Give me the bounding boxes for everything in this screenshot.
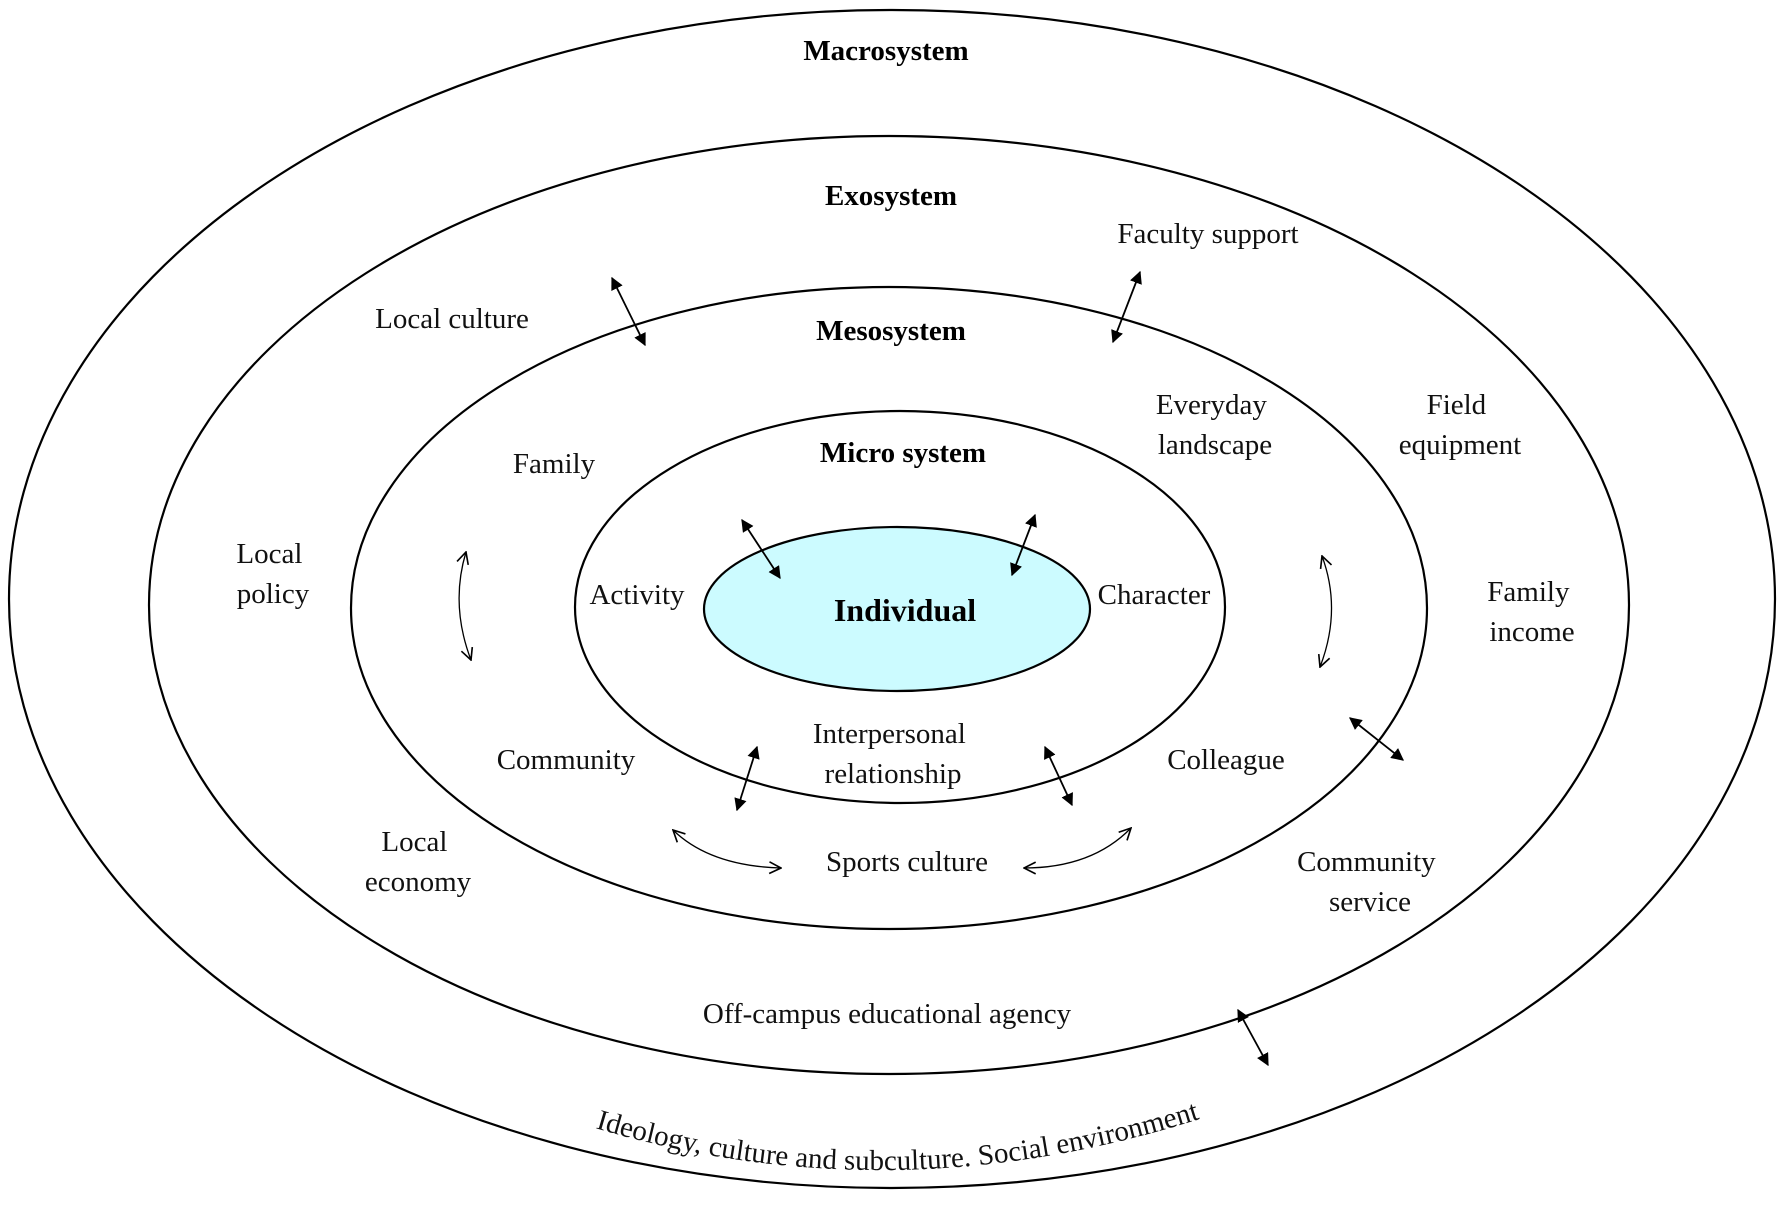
individual-core: [702, 525, 1092, 693]
individual-label: Individual: [834, 592, 976, 628]
family-income-label: Family income: [1487, 576, 1576, 648]
local-economy-label: Local economy: [365, 826, 472, 898]
community-service-label: Community service: [1297, 846, 1443, 918]
mesosystem-ring: [349, 285, 1429, 931]
mesosystem-title: Mesosystem: [816, 315, 966, 347]
arrow-interpersonal-right: [1044, 745, 1073, 807]
everyday-landscape-label: Everyday landscape: [1156, 389, 1274, 461]
exosystem-title: Exosystem: [825, 180, 957, 212]
arrow-faculty-support: [1111, 270, 1142, 344]
arrow-activity-individual: [741, 518, 781, 580]
community-label: Community: [497, 744, 636, 776]
curved-arrow-family-community: [459, 552, 471, 660]
colleague-label: Colleague: [1167, 744, 1285, 776]
interpersonal-relationship-label: Interpersonal relationship: [813, 718, 973, 790]
macrosystem-title: Macrosystem: [803, 35, 968, 67]
field-equipment-label: Field equipment: [1399, 389, 1521, 461]
faculty-support-label: Faculty support: [1117, 218, 1298, 250]
off-campus-agency-label: Off-campus educational agency: [703, 998, 1072, 1030]
macrosystem-ring: [7, 8, 1777, 1190]
arrow-interpersonal-left: [734, 745, 760, 812]
micro-system-ring: [573, 409, 1227, 805]
arrow-character-individual: [1010, 513, 1037, 577]
local-culture-label: Local culture: [375, 303, 529, 335]
micro-system-title: Micro system: [820, 437, 986, 469]
arrow-local-culture: [611, 276, 646, 347]
arrow-family-income: [1349, 717, 1404, 761]
macrosystem-caption: Ideology, culture and subculture. Social…: [593, 1095, 1202, 1177]
character-label: Character: [1098, 579, 1211, 611]
family-label: Family: [513, 448, 596, 480]
curved-arrow-community-sports: [673, 830, 781, 868]
activity-label: Activity: [589, 579, 685, 611]
curved-arrow-landscape-colleague: [1320, 556, 1333, 667]
arrow-off-campus: [1237, 1008, 1269, 1067]
sports-culture-label: Sports culture: [826, 846, 988, 878]
local-policy-label: Local policy: [236, 538, 309, 610]
exosystem-ring: [147, 134, 1631, 1076]
curved-arrow-sports-colleague: [1024, 828, 1131, 868]
